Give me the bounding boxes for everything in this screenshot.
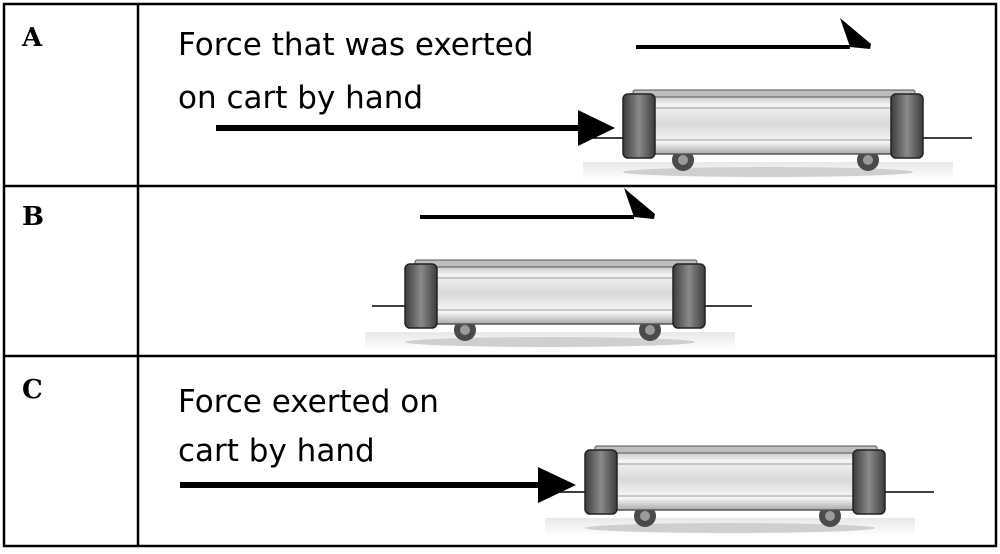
force-arrow-icon bbox=[180, 467, 576, 503]
force-caption-line1: Force that was exerted bbox=[178, 27, 534, 63]
cart-icon bbox=[364, 259, 736, 351]
row-c: C Force exerted on cart by hand bbox=[22, 375, 934, 537]
force-caption-line2: on cart by hand bbox=[178, 80, 423, 116]
force-caption-line2: cart by hand bbox=[178, 433, 375, 469]
row-label-c: C bbox=[22, 375, 43, 405]
force-caption-line1: Force exerted on bbox=[178, 384, 439, 420]
row-label-b: B bbox=[22, 202, 44, 232]
motion-arrow-icon bbox=[636, 18, 871, 49]
cart-icon bbox=[544, 445, 916, 537]
cart-icon bbox=[582, 89, 954, 181]
row-a: A Force that was exerted on cart by hand bbox=[21, 18, 972, 181]
motion-arrow-icon bbox=[420, 188, 655, 219]
row-label-a: A bbox=[21, 23, 43, 53]
force-arrow-icon bbox=[216, 110, 615, 146]
row-b: B bbox=[22, 188, 752, 351]
